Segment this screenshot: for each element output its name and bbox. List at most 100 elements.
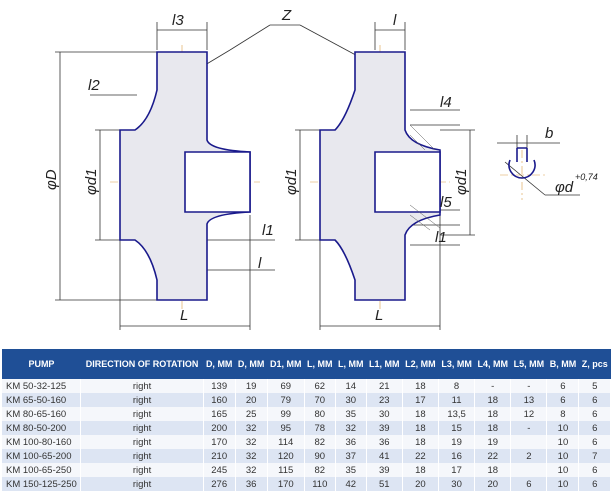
column-header: L4, MM <box>474 349 511 379</box>
table-cell: 276 <box>203 477 236 491</box>
label-z: Z <box>281 7 292 24</box>
label-phid1-left: φd1 <box>83 169 100 195</box>
table-cell: 17 <box>402 393 440 407</box>
column-header: D1, MM <box>267 349 305 379</box>
table-cell: 7 <box>578 449 611 463</box>
table-cell: 165 <box>203 407 236 421</box>
column-header: D, MM <box>203 349 236 379</box>
table-cell: 18 <box>402 463 440 477</box>
table-cell: 20 <box>402 477 440 491</box>
table-cell: 120 <box>267 449 305 463</box>
table-cell: 36 <box>335 435 367 449</box>
table-cell: 23 <box>366 393 403 407</box>
label-L-left: L <box>180 307 188 324</box>
table-cell: - <box>510 379 548 393</box>
table-cell: 200 <box>203 421 236 435</box>
table-cell: 14 <box>335 379 367 393</box>
table-cell: 6 <box>578 407 611 421</box>
table-cell: 79 <box>267 393 305 407</box>
table-cell: 18 <box>474 463 512 477</box>
table-cell: right <box>80 393 204 407</box>
table-cell: KM 80-50-200 <box>2 421 82 435</box>
table-cell: 39 <box>366 463 403 477</box>
table-cell: 35 <box>335 463 367 477</box>
table-cell: 170 <box>267 477 305 491</box>
table-cell: 5 <box>578 379 611 393</box>
table-cell: 69 <box>267 379 305 393</box>
table-cell: 90 <box>304 449 336 463</box>
table-cell: 15 <box>438 421 476 435</box>
table-cell: 35 <box>335 407 367 421</box>
table-cell: 115 <box>267 463 305 477</box>
table-cell: 6 <box>578 421 611 435</box>
table-cell: right <box>80 435 204 449</box>
table-cell: 10 <box>546 449 580 463</box>
label-l5: l5 <box>440 194 452 211</box>
table-cell: 51 <box>366 477 403 491</box>
table-cell: 170 <box>203 435 236 449</box>
table-cell: right <box>80 463 204 477</box>
table-cell: 210 <box>203 449 236 463</box>
column-header: D, MM <box>235 349 268 379</box>
table-cell: 70 <box>304 393 336 407</box>
table-cell: 36 <box>235 477 268 491</box>
table-cell: right <box>80 407 204 421</box>
column-header: Z, pcs <box>578 349 611 379</box>
table-cell: 18 <box>402 435 440 449</box>
table-cell: 82 <box>304 435 336 449</box>
table-cell: 30 <box>366 407 403 421</box>
table-cell: 21 <box>366 379 403 393</box>
table-cell: 95 <box>267 421 305 435</box>
table-cell: 22 <box>474 449 512 463</box>
table-cell: 19 <box>235 379 268 393</box>
label-tolerance: +0,74 <box>575 172 598 182</box>
table-cell: - <box>510 421 548 435</box>
table-cell: 18 <box>474 421 512 435</box>
label-L-right: L <box>375 307 383 324</box>
table-cell: 62 <box>304 379 336 393</box>
table-cell: 6 <box>578 393 611 407</box>
label-phiD: φD <box>43 169 60 190</box>
label-l3: l3 <box>172 12 184 29</box>
table-cell: 18 <box>402 421 440 435</box>
column-header: L5, MM <box>510 349 547 379</box>
table-cell: 36 <box>366 435 403 449</box>
table-cell: 39 <box>366 421 403 435</box>
label-l-left: l <box>258 255 262 272</box>
table-cell: 8 <box>546 407 580 421</box>
table-cell: 41 <box>366 449 403 463</box>
table-cell: 78 <box>304 421 336 435</box>
table-cell: 25 <box>235 407 268 421</box>
table-cell: 37 <box>335 449 367 463</box>
table-cell: 6 <box>578 463 611 477</box>
table-cell: 10 <box>546 435 580 449</box>
table-cell: 245 <box>203 463 236 477</box>
column-header: L2, MM <box>402 349 439 379</box>
label-l2: l2 <box>88 77 100 94</box>
table-cell: 6 <box>578 435 611 449</box>
table-cell: 19 <box>474 435 512 449</box>
table-cell: 114 <box>267 435 305 449</box>
table-cell: 13 <box>510 393 548 407</box>
table-cell: KM 100-65-250 <box>2 463 82 477</box>
column-header: DIRECTION OF ROTATION <box>80 349 204 379</box>
label-phid1-far: φd1 <box>453 169 470 195</box>
table-cell: 6 <box>510 477 548 491</box>
table-cell: 10 <box>546 421 580 435</box>
table-cell: 17 <box>438 463 476 477</box>
column-header: B, MM <box>546 349 579 379</box>
table-cell: 30 <box>438 477 476 491</box>
label-l1-left: l1 <box>262 222 274 239</box>
label-l-right: l <box>393 12 397 29</box>
label-b: b <box>545 125 553 142</box>
label-phid: φd <box>555 179 574 196</box>
table-cell: 18 <box>402 379 440 393</box>
table-cell: 2 <box>510 449 548 463</box>
table-cell: 11 <box>438 393 476 407</box>
